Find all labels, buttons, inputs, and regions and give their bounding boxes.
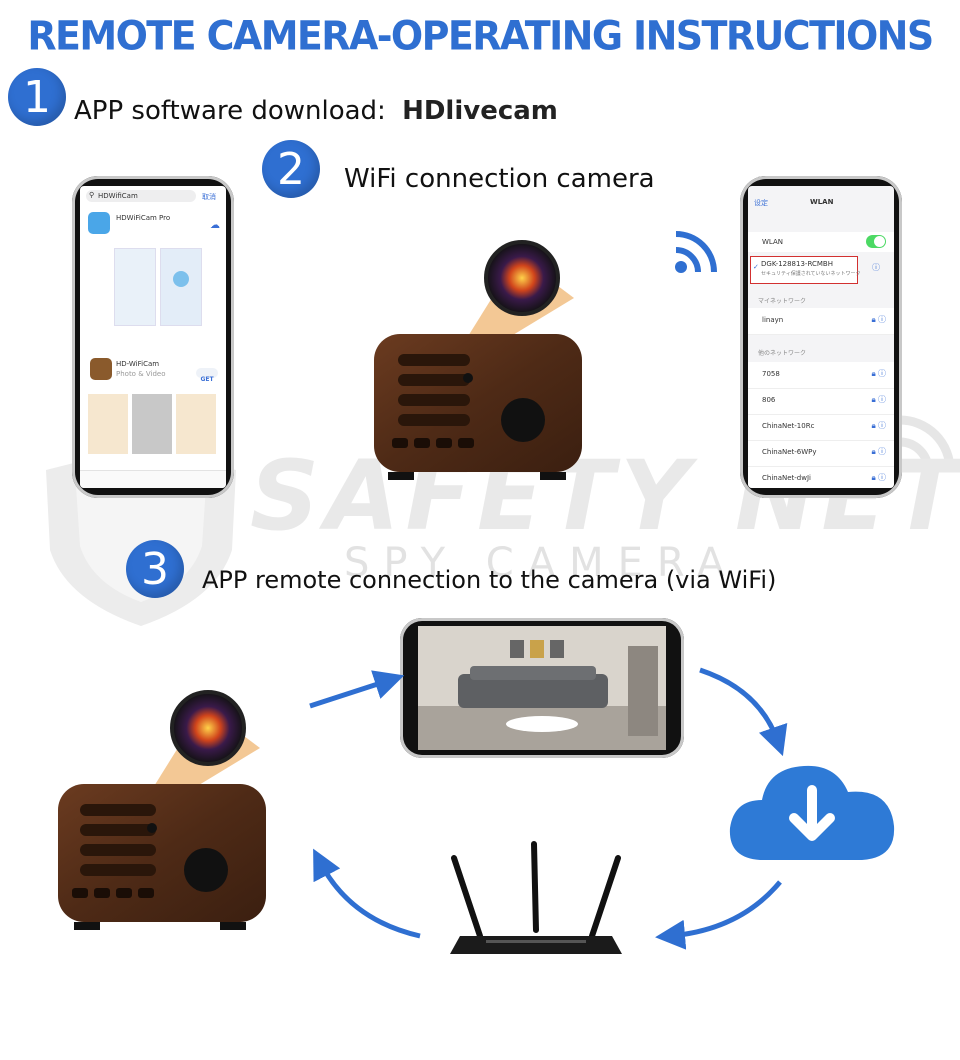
screenshot-preview-1 <box>114 248 156 326</box>
network-name: 7058 <box>762 370 780 378</box>
cloud-download-icon <box>729 765 895 860</box>
network-row[interactable]: ChinaNet-10Rc 🔒︎ ⓘ <box>748 414 894 441</box>
network-row[interactable]: ChinaNet-6WPy 🔒︎ ⓘ <box>748 440 894 467</box>
network-name: ChinaNet-dwJi <box>762 474 811 482</box>
connected-network-row[interactable]: ✓ DGK-128813-RCMBH セキュリティ保護されていないネットワーク <box>750 256 861 284</box>
wlan-toggle-row: WLAN <box>748 232 894 252</box>
router-icon <box>450 841 622 954</box>
network-row[interactable]: 806 🔒︎ ⓘ <box>748 388 894 415</box>
my-networks-list: linayn 🔒︎ ⓘ <box>748 308 894 335</box>
lock-wifi-info-icon: 🔒︎ ⓘ <box>871 421 886 430</box>
app2-name: HD-WiFiCam <box>116 360 160 368</box>
radio-camera-top <box>374 240 582 480</box>
app2-preview-3 <box>176 394 216 454</box>
wlan-screen: 设定 WLAN WLAN ✓ DGK-128813-RCMBH セキュリティ保護… <box>748 186 894 488</box>
app1-name: HDWiFiCam Pro <box>116 214 171 222</box>
step-1-label: APP software download: <box>74 96 386 126</box>
network-name: ChinaNet-10Rc <box>762 422 815 430</box>
connected-network-name: DGK-128813-RCMBH <box>761 260 833 268</box>
download-cloud-icon[interactable]: ☁ <box>210 220 220 231</box>
search-bar: ⚲ HDWifiCam <box>86 190 196 202</box>
get-button[interactable]: GET <box>196 368 218 383</box>
app-name: HDlivecam <box>402 96 558 126</box>
lock-wifi-info-icon: 🔒︎ ⓘ <box>871 395 886 404</box>
connected-check-icon: ✓ <box>753 263 759 271</box>
wlan-toggle[interactable] <box>866 235 886 248</box>
app2-preview-1 <box>88 394 128 454</box>
get-button-label: GET <box>200 376 214 383</box>
network-name: linayn <box>762 316 784 324</box>
search-icon: ⚲ <box>89 191 95 199</box>
radio-camera-bottom <box>58 690 266 930</box>
screenshot-preview-2 <box>160 248 202 326</box>
live-view-phone <box>400 618 684 758</box>
step-3-badge: 3 <box>126 540 184 598</box>
network-row[interactable]: 7058 🔒︎ ⓘ <box>748 362 894 389</box>
my-networks-header: マイネットワーク <box>758 298 807 305</box>
signal-watermark-icon <box>899 415 955 471</box>
step-2-number: 2 <box>277 143 305 195</box>
arrow-cloud-to-router <box>655 880 782 950</box>
network-name: 806 <box>762 396 776 404</box>
watermark-sub: SPY CAMERA <box>344 540 739 586</box>
page-title: REMOTE CAMERA-OPERATING INSTRUCTIONS <box>27 12 934 60</box>
lock-wifi-info-icon: 🔒︎ ⓘ <box>871 447 886 456</box>
search-text: HDWifiCam <box>98 192 138 200</box>
step-2-text: WiFi connection camera <box>344 164 655 194</box>
tab-bar <box>80 470 226 488</box>
wlan-label: WLAN <box>762 238 784 246</box>
step-3-number: 3 <box>141 543 169 595</box>
arrow-camera-to-phone <box>309 670 405 709</box>
app2-preview-2 <box>132 394 172 454</box>
other-networks-list: 7058 🔒︎ ⓘ 806 🔒︎ ⓘ ChinaNet-10Rc 🔒︎ ⓘ Ch… <box>748 362 894 488</box>
step-1-number: 1 <box>23 71 51 123</box>
cancel-link[interactable]: 取消 <box>202 193 216 201</box>
step-2-badge: 2 <box>262 140 320 198</box>
other-networks-header: 他のネットワーク <box>758 350 807 357</box>
connected-network-note: セキュリティ保護されていないネットワーク <box>761 271 861 277</box>
app-store-screen: ⚲ HDWifiCam 取消 HDWiFiCam Pro ☁ HD-WiFiCa… <box>80 186 226 488</box>
app2-icon <box>90 358 112 380</box>
step-1-text: APP software download: HDlivecam <box>74 96 558 126</box>
network-name: ChinaNet-6WPy <box>762 448 817 456</box>
lock-wifi-info-icon: 🔒︎ ⓘ <box>871 369 886 378</box>
app1-icon <box>88 212 110 234</box>
living-room-view <box>418 626 666 750</box>
step-3-text: APP remote connection to the camera (via… <box>202 566 777 594</box>
info-icon[interactable]: ⓘ <box>872 263 880 272</box>
arrow-phone-to-cloud <box>699 667 788 757</box>
network-row[interactable]: ChinaNet-dwJi 🔒︎ ⓘ <box>748 466 894 488</box>
step-1-badge: 1 <box>8 68 66 126</box>
wlan-phone: 设定 WLAN WLAN ✓ DGK-128813-RCMBH セキュリティ保護… <box>740 176 902 498</box>
back-link[interactable]: 设定 <box>754 199 768 207</box>
wlan-title: WLAN <box>810 198 834 206</box>
lock-wifi-info-icon: 🔒︎ ⓘ <box>871 473 886 482</box>
wifi-signal-icon <box>675 231 717 273</box>
lock-wifi-info-icon: 🔒︎ ⓘ <box>871 315 886 324</box>
app2-subtitle: Photo & Video <box>116 370 166 378</box>
app-store-phone: ⚲ HDWifiCam 取消 HDWiFiCam Pro ☁ HD-WiFiCa… <box>72 176 234 498</box>
network-row[interactable]: linayn 🔒︎ ⓘ <box>748 308 894 335</box>
arrow-router-to-camera <box>313 848 421 939</box>
